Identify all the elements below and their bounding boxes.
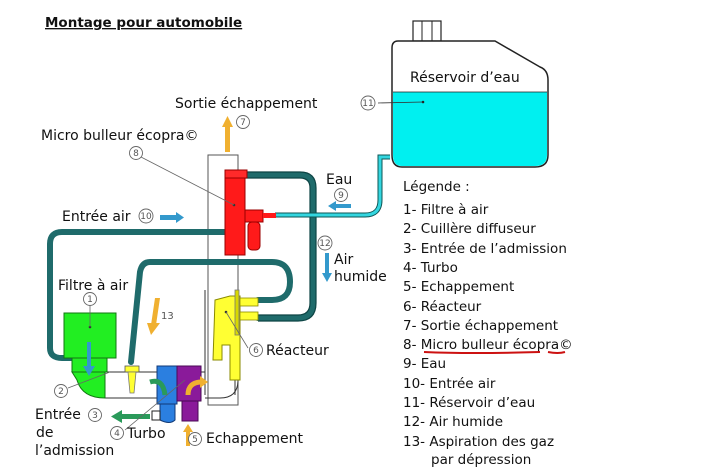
label-eau: Eau: [326, 172, 352, 188]
legend-item: 2- Cuillère diffuseur: [403, 221, 536, 237]
depression-arrow: [147, 298, 160, 335]
marker-11: 11: [362, 99, 373, 109]
legend-item: 10- Entrée air: [403, 376, 496, 392]
reactor: [212, 289, 259, 381]
legend-item: 1- Filtre à air: [403, 202, 489, 218]
exhaust-out-arrow: [222, 116, 233, 152]
label-de: de: [36, 425, 54, 441]
label-filtre-air: Filtre à air: [58, 278, 128, 294]
legend-item: 7- Sortie échappement: [403, 318, 558, 334]
marker-8: 8: [133, 149, 139, 159]
legend-item: 9- Eau: [403, 356, 446, 372]
intake-out-arrow: [111, 410, 150, 423]
label-entree-air: Entrée air: [62, 209, 131, 225]
legend-item: 11- Réservoir d’eau: [403, 395, 535, 411]
marker-5: 5: [192, 435, 198, 445]
arrows: [111, 116, 351, 446]
exhaust-in-arrow: [183, 424, 193, 446]
label-13: 13: [161, 311, 174, 322]
exhaust-chimney: [207, 154, 239, 406]
legend-item: 8- Micro bulleur écopra©: [403, 337, 573, 353]
reservoir-label: Réservoir d’eau: [410, 70, 520, 86]
diagram-title: Montage pour automobile: [45, 15, 242, 31]
legend-item: 5- Echappement: [403, 279, 514, 295]
marker-6: 6: [253, 346, 259, 356]
air-in-arrow: [160, 212, 184, 223]
humid-air-pipe: [237, 172, 316, 321]
air-pipes: [47, 172, 316, 365]
label-reacteur: Réacteur: [266, 343, 329, 359]
label-entree: Entrée: [35, 407, 81, 423]
legend-item: 12- Air humide: [403, 414, 503, 430]
legend-item: 3- Entrée de l’admission: [403, 241, 567, 257]
label-echappement: Echappement: [206, 431, 304, 447]
legend-item: 4- Turbo: [403, 260, 458, 276]
label-admission: l’admission: [35, 443, 114, 459]
label-turbo: Turbo: [126, 426, 166, 442]
number-markers: [54, 95, 376, 446]
micro-bubbler: [224, 169, 276, 256]
marker-4: 4: [114, 429, 120, 439]
water-arrow: [328, 201, 351, 211]
legend-item: par dépression: [431, 452, 531, 468]
depression-pipe: [128, 259, 294, 365]
label-humide: humide: [334, 269, 387, 285]
leader-lines: [67, 156, 249, 431]
legend-item: 6- Réacteur: [403, 299, 482, 315]
marker-10: 10: [140, 212, 152, 222]
air-intake-pipe: [47, 229, 233, 361]
turbo: [149, 365, 208, 423]
water-reservoir: [377, 20, 549, 168]
marker-9: 9: [338, 191, 344, 201]
marker-2: 2: [58, 387, 64, 397]
legend-underline: [423, 351, 566, 354]
label-air: Air: [334, 252, 353, 268]
depression-nozzle: [124, 365, 140, 394]
marker-3: 3: [92, 411, 98, 421]
label-micro-bulleur: Micro bulleur écopra©: [41, 128, 198, 144]
marker-1: 1: [87, 295, 93, 305]
humid-air-arrow: [322, 253, 332, 282]
marker-7: 7: [240, 118, 246, 128]
legend-item: 13- Aspiration des gaz: [403, 434, 554, 450]
legend: Légende : 1- Filtre à air 2- Cuillère di…: [403, 179, 573, 468]
legend-heading: Légende :: [403, 179, 470, 195]
marker-12: 12: [319, 239, 330, 249]
label-sortie-echappement: Sortie échappement: [175, 96, 318, 112]
